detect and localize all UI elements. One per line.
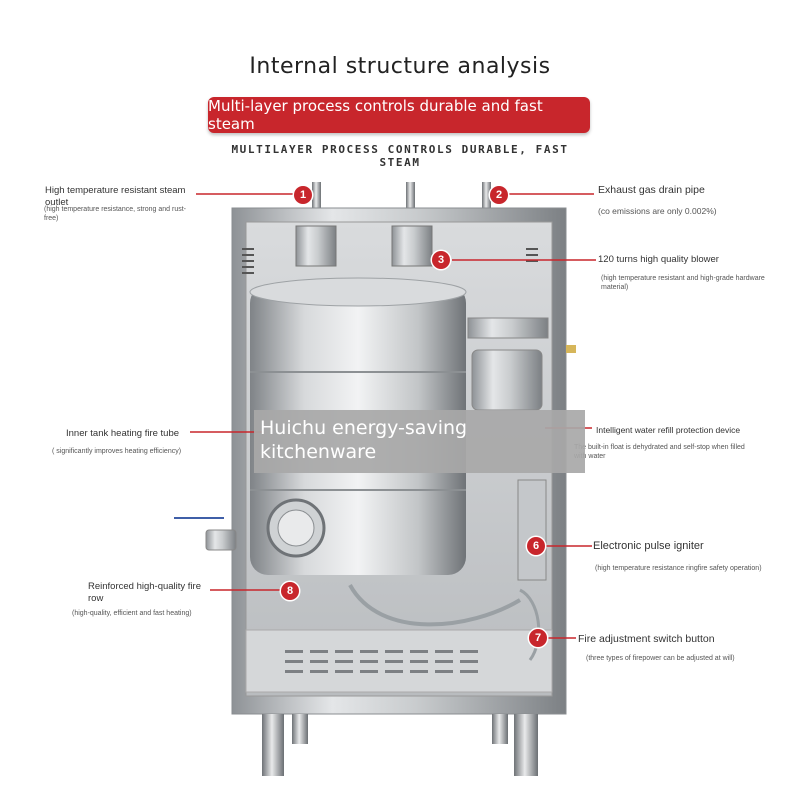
callout-detail-8: (high-quality, efficient and fast heatin… (72, 610, 192, 617)
callout-detail-4: ( significantly improves heating efficie… (52, 448, 182, 455)
callout-title-6: Electronic pulse igniter (593, 540, 704, 552)
right-side-devices (348, 317, 576, 661)
banner-text: Multi-layer process controls durable and… (208, 97, 543, 133)
callout-detail-3: (high temperature resistant and high-gra… (601, 275, 765, 291)
banner-subtitle: MULTILAYER PROCESS CONTROLS DURABLE, FAS… (231, 143, 569, 169)
callout-detail-5: The built-in float is dehydrated and sel… (574, 444, 745, 460)
page-title: Internal structure analysis (249, 54, 551, 79)
side-valve (174, 517, 237, 551)
callout-title-7: Fire adjustment switch button (578, 633, 715, 645)
callout-title-2: Exhaust gas drain pipe (598, 184, 705, 196)
callout-title-8: Reinforced high-quality fire row (88, 581, 202, 604)
callout-detail-2: (co emissions are only 0.002%) (598, 206, 717, 216)
callout-title-4: Inner tank heating fire tube (66, 428, 180, 439)
callout-detail-1: (high temperature resistance, strong and… (44, 206, 187, 222)
callout-badge-8: 8 (281, 582, 299, 600)
callout-title-5: Intelligent water refill protection devi… (596, 425, 741, 435)
callout-detail-7: (three types of firepower can be adjuste… (586, 655, 735, 662)
callout-badge-2: 2 (490, 186, 508, 204)
callout-badge-6: 6 (527, 537, 545, 555)
brand-overlay: Huichu energy-saving kitchenware (254, 410, 585, 473)
cabinet-legs (262, 714, 538, 776)
callout-badge-1: 1 (294, 186, 312, 204)
callout-detail-6: (high temperature resistance ringfire sa… (595, 565, 762, 572)
callout-title-1: High temperature resistant steam outlet (45, 185, 186, 208)
red-banner: Multi-layer process controls durable and… (208, 97, 590, 133)
callout-badge-3: 3 (432, 251, 450, 269)
callout-title-3: 120 turns high quality blower (598, 254, 719, 265)
callout-badge-7: 7 (529, 629, 547, 647)
